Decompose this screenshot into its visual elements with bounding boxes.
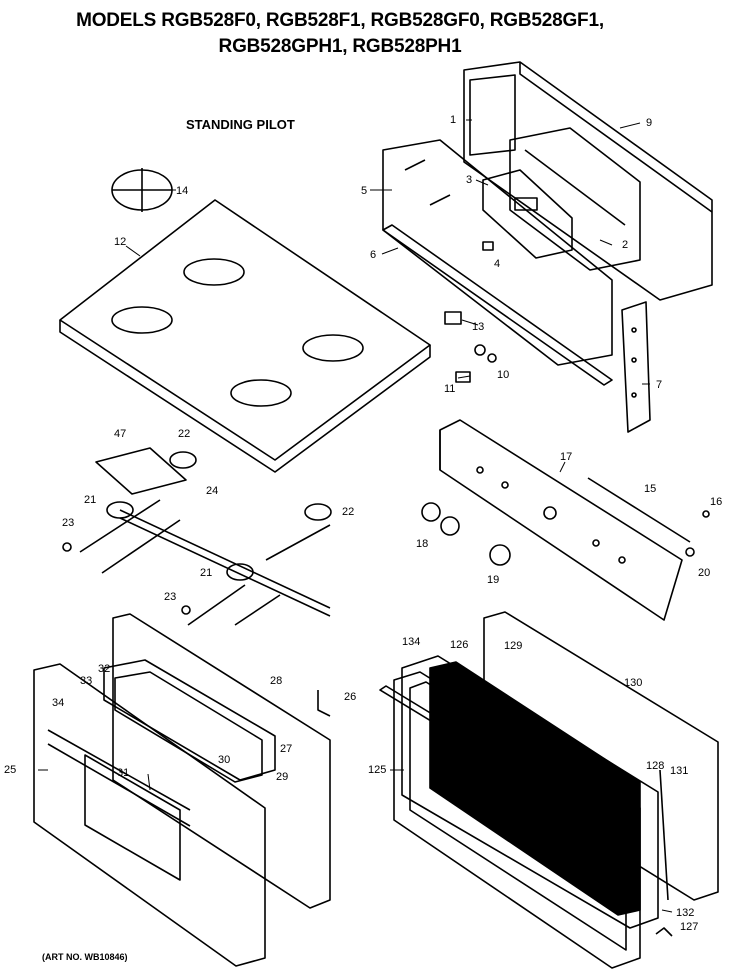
trim-strip [382, 224, 613, 386]
art-number: (ART NO. WB10846) [42, 952, 128, 962]
callout-21a: 21 [84, 494, 96, 506]
callout-130: 130 [624, 677, 642, 689]
callout-3: 3 [466, 174, 472, 186]
callout-23a: 23 [62, 517, 74, 529]
callout-47: 47 [114, 428, 126, 440]
callout-24: 24 [206, 485, 218, 497]
oven-door-left [33, 613, 331, 967]
callout-132: 132 [676, 907, 694, 919]
clip [655, 927, 673, 937]
callout-9: 9 [646, 117, 652, 129]
side-trim [621, 301, 651, 433]
callout-128: 128 [646, 760, 664, 772]
title-line-1: MODELS RGB528F0, RGB528F1, RGB528GF0, RG… [76, 10, 604, 31]
control-panel [439, 419, 691, 621]
glass-panel [382, 139, 613, 366]
callout-7: 7 [656, 379, 662, 391]
callout-1: 1 [450, 114, 456, 126]
callout-33: 33 [80, 675, 92, 687]
small-hardware [444, 241, 497, 383]
callout-27: 27 [280, 743, 292, 755]
callout-labels: 1 9 3 5 2 6 4 13 10 11 7 14 12 47 22 24 … [4, 114, 722, 933]
callout-2: 2 [622, 239, 628, 251]
callout-21b: 21 [200, 567, 212, 579]
subtitle: STANDING PILOT [186, 117, 295, 132]
callout-30: 30 [218, 754, 230, 766]
callout-22b: 22 [342, 506, 354, 518]
callout-16: 16 [710, 496, 722, 508]
callout-29: 29 [276, 771, 288, 783]
callout-28: 28 [270, 675, 282, 687]
burner-assembly [62, 447, 332, 626]
grate [111, 168, 173, 212]
title-line-2: RGB528GPH1, RGB528PH1 [218, 36, 462, 57]
callout-leaders [38, 119, 673, 913]
callout-4: 4 [494, 258, 500, 270]
callout-131: 131 [670, 765, 688, 777]
callout-11: 11 [444, 383, 455, 395]
callout-126: 126 [450, 639, 468, 651]
callout-134: 134 [402, 636, 420, 648]
callout-129: 129 [504, 640, 522, 652]
callout-34: 34 [52, 697, 64, 709]
clock-timer [482, 169, 573, 259]
callout-31: 31 [117, 767, 129, 779]
callout-25: 25 [4, 764, 16, 776]
callout-17: 17 [560, 451, 572, 463]
oven-door-right [379, 611, 719, 969]
callout-13: 13 [472, 321, 484, 333]
callout-127: 127 [680, 921, 698, 933]
callout-10: 10 [497, 369, 509, 381]
callout-6: 6 [370, 249, 376, 261]
callout-5: 5 [361, 185, 367, 197]
control-knobs [421, 502, 710, 566]
callout-23b: 23 [164, 591, 176, 603]
callout-18: 18 [416, 538, 428, 550]
callout-22a: 22 [178, 428, 190, 440]
callout-14: 14 [176, 185, 188, 197]
callout-32: 32 [98, 663, 110, 675]
bracket [317, 690, 331, 717]
cooktop [59, 199, 431, 473]
callout-125: 125 [368, 764, 386, 776]
backguard-assembly [463, 61, 713, 301]
callout-12: 12 [114, 236, 126, 248]
callout-19: 19 [487, 574, 499, 586]
callout-20: 20 [698, 567, 710, 579]
callout-15: 15 [644, 483, 656, 495]
callout-26: 26 [344, 691, 356, 703]
